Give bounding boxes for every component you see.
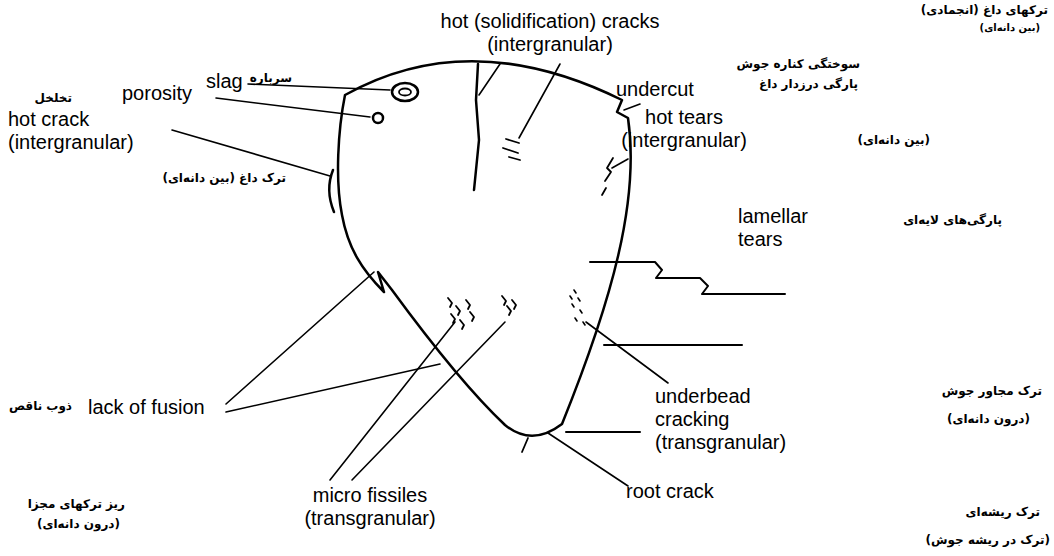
underbead-stroke xyxy=(578,298,580,301)
leader-line xyxy=(586,322,668,383)
leader-line xyxy=(352,322,505,480)
translation-label: ترک مجاور جوش xyxy=(942,385,1042,399)
defect-label: undercut xyxy=(616,78,694,101)
translation-label: (درون دانه‌ای) xyxy=(947,413,1030,427)
translation-label: پارگی‌های لایه‌ای xyxy=(903,214,1002,228)
underbead-stroke xyxy=(575,318,577,321)
defect-label: slag xyxy=(206,70,243,93)
translation-label: ذوب ناقص xyxy=(9,400,72,414)
underbead-stroke xyxy=(580,310,582,313)
weld-outline xyxy=(338,61,631,436)
slag-inclusion xyxy=(392,83,418,101)
translation-label: پارگی درزدار داغ xyxy=(759,78,858,92)
underbead-stroke xyxy=(570,296,572,299)
leader-line xyxy=(624,104,640,110)
leader-line xyxy=(548,433,628,486)
defect-label: lack of fusion xyxy=(88,396,205,419)
fissure-stroke xyxy=(502,296,506,305)
fissure-stroke xyxy=(448,298,452,307)
underbead-stroke xyxy=(574,290,576,293)
translation-label: (بین دانه‌ای) xyxy=(857,134,930,148)
leader-line xyxy=(330,322,455,480)
hot-crack-squiggles xyxy=(503,139,520,160)
fissure-stroke xyxy=(512,300,516,309)
underbead-cracks xyxy=(570,290,585,325)
translation-label: ترک ریشه‌ای xyxy=(966,506,1040,520)
leader-line xyxy=(519,64,560,138)
translation-label: ترک داغ (بین دانه‌ای) xyxy=(162,172,286,186)
translation-label: ریز ترکهای مجزا xyxy=(28,498,125,512)
lamellar-tear-steps xyxy=(590,262,785,294)
defect-label: micro fissiles (transgranular) xyxy=(258,484,482,530)
fissure-stroke xyxy=(456,306,460,315)
translation-label: تخلخل xyxy=(35,92,72,106)
leader-line xyxy=(479,64,500,95)
translation-label: (درون دانه‌ای) xyxy=(37,518,120,532)
translation-label: ترکهای داغ (انجمادی) xyxy=(921,4,1048,18)
defect-label: underbead cracking (transgranular) xyxy=(655,385,820,454)
slag-inclusion-inner xyxy=(399,89,411,96)
translation-label: (بین دانه‌ای) xyxy=(980,22,1040,34)
defect-label: hot tears (intergranular) xyxy=(604,106,764,152)
defect-label: hot (solidification) cracks (intergranul… xyxy=(400,10,700,56)
defect-label: hot crack (intergranular) xyxy=(8,108,188,154)
fissure-stroke xyxy=(460,320,464,329)
translation-label: سرباره xyxy=(250,72,292,86)
leader-lines xyxy=(172,64,668,486)
hot-crack-line xyxy=(474,64,479,190)
root-crack-line xyxy=(522,438,528,452)
fissure-stroke xyxy=(507,306,511,315)
underbead-stroke xyxy=(583,322,585,325)
porosity-pore xyxy=(373,113,383,123)
fissure-stroke xyxy=(466,300,470,309)
fissure-stroke xyxy=(470,312,474,321)
micro-fissures xyxy=(448,296,516,329)
plate-line xyxy=(566,431,640,433)
defect-label: root crack xyxy=(626,480,714,503)
underbead-stroke xyxy=(572,304,574,307)
leader-line xyxy=(216,98,370,117)
hot-tear-right xyxy=(602,158,613,195)
translation-label: (ترک در ریشه جوش) xyxy=(926,534,1050,548)
leader-line xyxy=(612,159,628,168)
leader-line xyxy=(172,130,330,176)
leader-line xyxy=(226,364,440,412)
defect-label: lamellar tears xyxy=(738,205,838,251)
plate-line xyxy=(604,344,742,346)
defect-label: porosity xyxy=(122,82,192,105)
translation-label: سوختگی کناره جوش xyxy=(737,58,860,72)
